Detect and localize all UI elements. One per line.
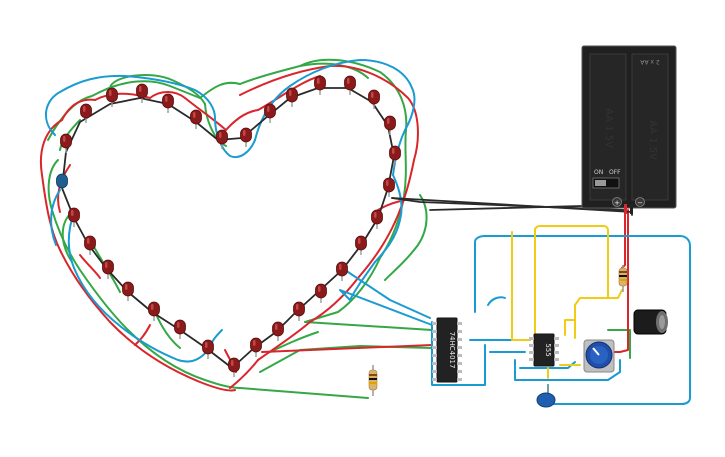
battery-pack[interactable]: 2 x AA AA 1.5V AA 1.5V ON OFF + −: [581, 45, 677, 214]
battery-cell2-label: AA 1.5V: [647, 120, 658, 160]
potentiometer[interactable]: [583, 339, 615, 373]
switch-off-label: OFF: [609, 169, 621, 176]
battery-label: 2 x AA: [639, 58, 659, 65]
terminal-negative-label: −: [637, 199, 643, 207]
power-switch-knob[interactable]: [595, 180, 606, 186]
led[interactable]: [371, 209, 383, 229]
terminal-positive-label: +: [614, 199, 620, 207]
led[interactable]: [60, 133, 72, 153]
electrolytic-capacitor[interactable]: [633, 309, 668, 335]
battery-cell-left: [589, 53, 627, 201]
switch-on-label: ON: [594, 169, 603, 176]
led[interactable]: [68, 207, 80, 227]
timer-chip-pins: [529, 337, 559, 361]
led[interactable]: [368, 89, 380, 109]
led[interactable]: [216, 129, 228, 149]
led[interactable]: [84, 235, 96, 255]
led-bus: [61, 87, 395, 369]
led[interactable]: [136, 83, 148, 103]
battery-lead-black: [630, 204, 633, 214]
counter-chip[interactable]: 74HC4017: [432, 317, 462, 383]
led[interactable]: [106, 87, 118, 107]
led[interactable]: [383, 177, 395, 197]
led[interactable]: [80, 103, 92, 123]
red-wires[interactable]: [39, 64, 629, 392]
led[interactable]: [344, 75, 356, 95]
led-group: [56, 75, 401, 377]
led[interactable]: [315, 283, 327, 303]
counter-chip-pins: [432, 322, 462, 381]
led[interactable]: [190, 109, 202, 129]
led[interactable]: [250, 337, 262, 357]
led[interactable]: [102, 259, 114, 279]
counter-chip-body: [436, 317, 458, 383]
led[interactable]: [202, 339, 214, 359]
led[interactable]: [264, 103, 276, 123]
led[interactable]: [384, 115, 396, 135]
led[interactable]: [286, 87, 298, 107]
led[interactable]: [122, 281, 134, 301]
led[interactable]: [240, 127, 252, 147]
blue-wires[interactable]: [45, 59, 691, 405]
resistor-bottom[interactable]: [368, 365, 378, 396]
led[interactable]: [162, 93, 174, 113]
terminal-positive[interactable]: [612, 197, 622, 207]
timer-chip-label: 555: [544, 343, 552, 356]
timer-chip-body: [533, 333, 555, 367]
led[interactable]: [389, 145, 401, 165]
led-blue[interactable]: [56, 173, 68, 189]
led[interactable]: [174, 319, 186, 339]
led[interactable]: [228, 357, 240, 377]
resistor-top[interactable]: [618, 265, 628, 292]
counter-chip-label: 74HC4017: [448, 332, 456, 369]
led[interactable]: [355, 235, 367, 255]
yellow-wires[interactable]: [511, 225, 623, 379]
led[interactable]: [272, 321, 284, 341]
battery-cell1-label: AA 1.5V: [603, 108, 614, 148]
battery-lead-red: [624, 204, 627, 214]
ceramic-capacitor[interactable]: [536, 385, 556, 408]
terminal-negative[interactable]: [635, 197, 645, 207]
led[interactable]: [314, 75, 326, 95]
led[interactable]: [336, 261, 348, 281]
timer-chip[interactable]: 555: [529, 333, 559, 367]
led[interactable]: [293, 301, 305, 321]
battery-cell-right: [631, 53, 669, 201]
led[interactable]: [148, 301, 160, 321]
